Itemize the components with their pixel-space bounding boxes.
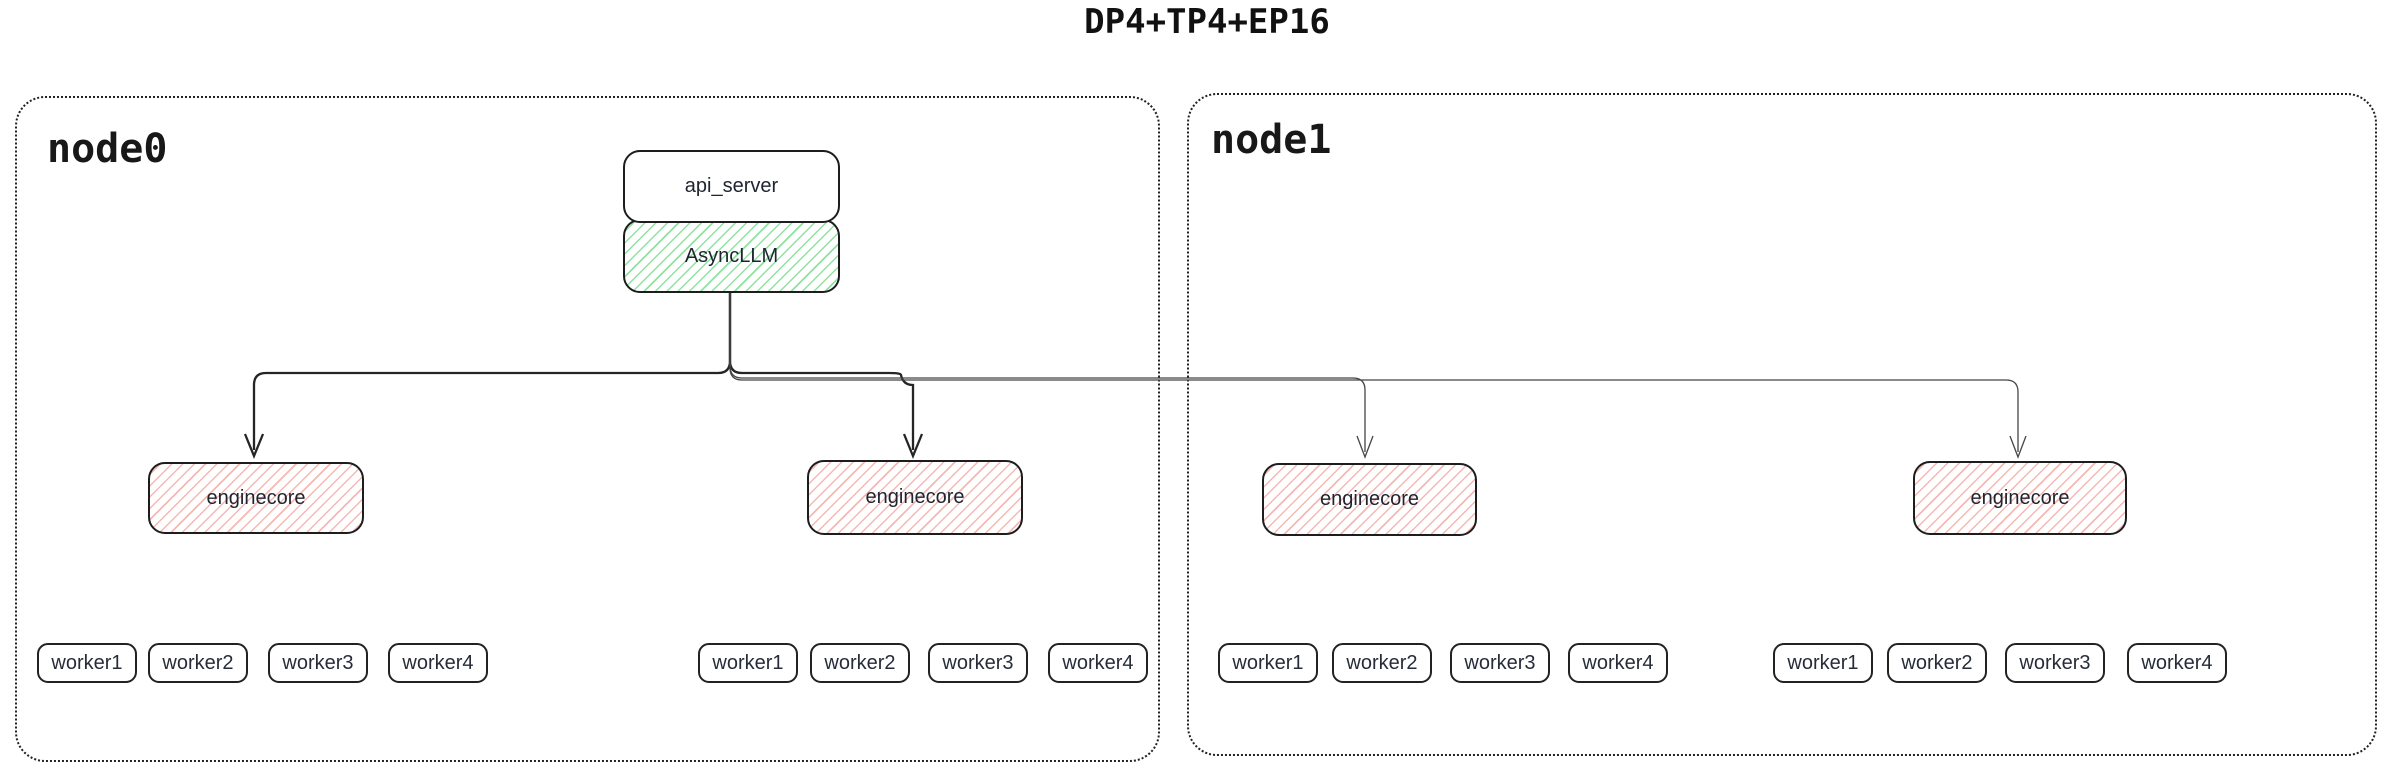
worker-box: worker3 bbox=[268, 643, 368, 683]
api-server-label: api_server bbox=[684, 175, 779, 197]
node1-label: node1 bbox=[1211, 117, 1332, 163]
enginecore-box-4: enginecore bbox=[1913, 461, 2127, 535]
enginecore-box-2: enginecore bbox=[807, 460, 1023, 535]
enginecore-label: enginecore bbox=[206, 486, 306, 509]
worker-box: worker2 bbox=[1332, 643, 1432, 683]
arrowhead-enginecore-3-icon bbox=[1356, 435, 1374, 459]
enginecore-label: enginecore bbox=[865, 486, 965, 508]
worker-box: worker2 bbox=[1887, 643, 1987, 683]
api-server-box: api_server bbox=[623, 150, 840, 223]
node0-container: node0 bbox=[15, 96, 1160, 762]
worker-box: worker3 bbox=[928, 643, 1028, 683]
asyncllm-box: AsyncLLM bbox=[623, 219, 840, 293]
asyncllm-label: AsyncLLM bbox=[684, 244, 779, 267]
worker-box: worker1 bbox=[698, 643, 798, 683]
enginecore-label: enginecore bbox=[1970, 486, 2070, 509]
enginecore-label: enginecore bbox=[1320, 488, 1419, 510]
arrowhead-enginecore-2-icon bbox=[902, 433, 924, 460]
node1-container: node1 bbox=[1187, 93, 2377, 756]
arrowhead-enginecore-1-icon bbox=[243, 433, 265, 460]
worker-box: worker1 bbox=[37, 643, 137, 683]
arrowhead-enginecore-4-icon bbox=[2009, 435, 2027, 459]
worker-box: worker1 bbox=[1218, 643, 1318, 683]
edge-asyncllm-to-enginecore-1 bbox=[252, 289, 732, 450]
worker-box: worker4 bbox=[388, 643, 488, 683]
enginecore-box-3: enginecore bbox=[1262, 463, 1477, 536]
worker-box: worker3 bbox=[2005, 643, 2105, 683]
edge-asyncllm-to-enginecore-2 bbox=[728, 289, 915, 450]
worker-box: worker2 bbox=[148, 643, 248, 683]
edge-asyncllm-to-enginecore-3 bbox=[729, 289, 1366, 452]
worker-box: worker3 bbox=[1450, 643, 1550, 683]
worker-box: worker2 bbox=[810, 643, 910, 683]
worker-box: worker4 bbox=[2127, 643, 2227, 683]
diagram-title: DP4+TP4+EP16 bbox=[1084, 2, 1330, 42]
worker-box: worker4 bbox=[1048, 643, 1148, 683]
edge-asyncllm-to-enginecore-4 bbox=[729, 289, 2019, 452]
node0-label: node0 bbox=[47, 126, 168, 172]
worker-box: worker4 bbox=[1568, 643, 1668, 683]
worker-box: worker1 bbox=[1773, 643, 1873, 683]
enginecore-box-1: enginecore bbox=[148, 462, 364, 534]
